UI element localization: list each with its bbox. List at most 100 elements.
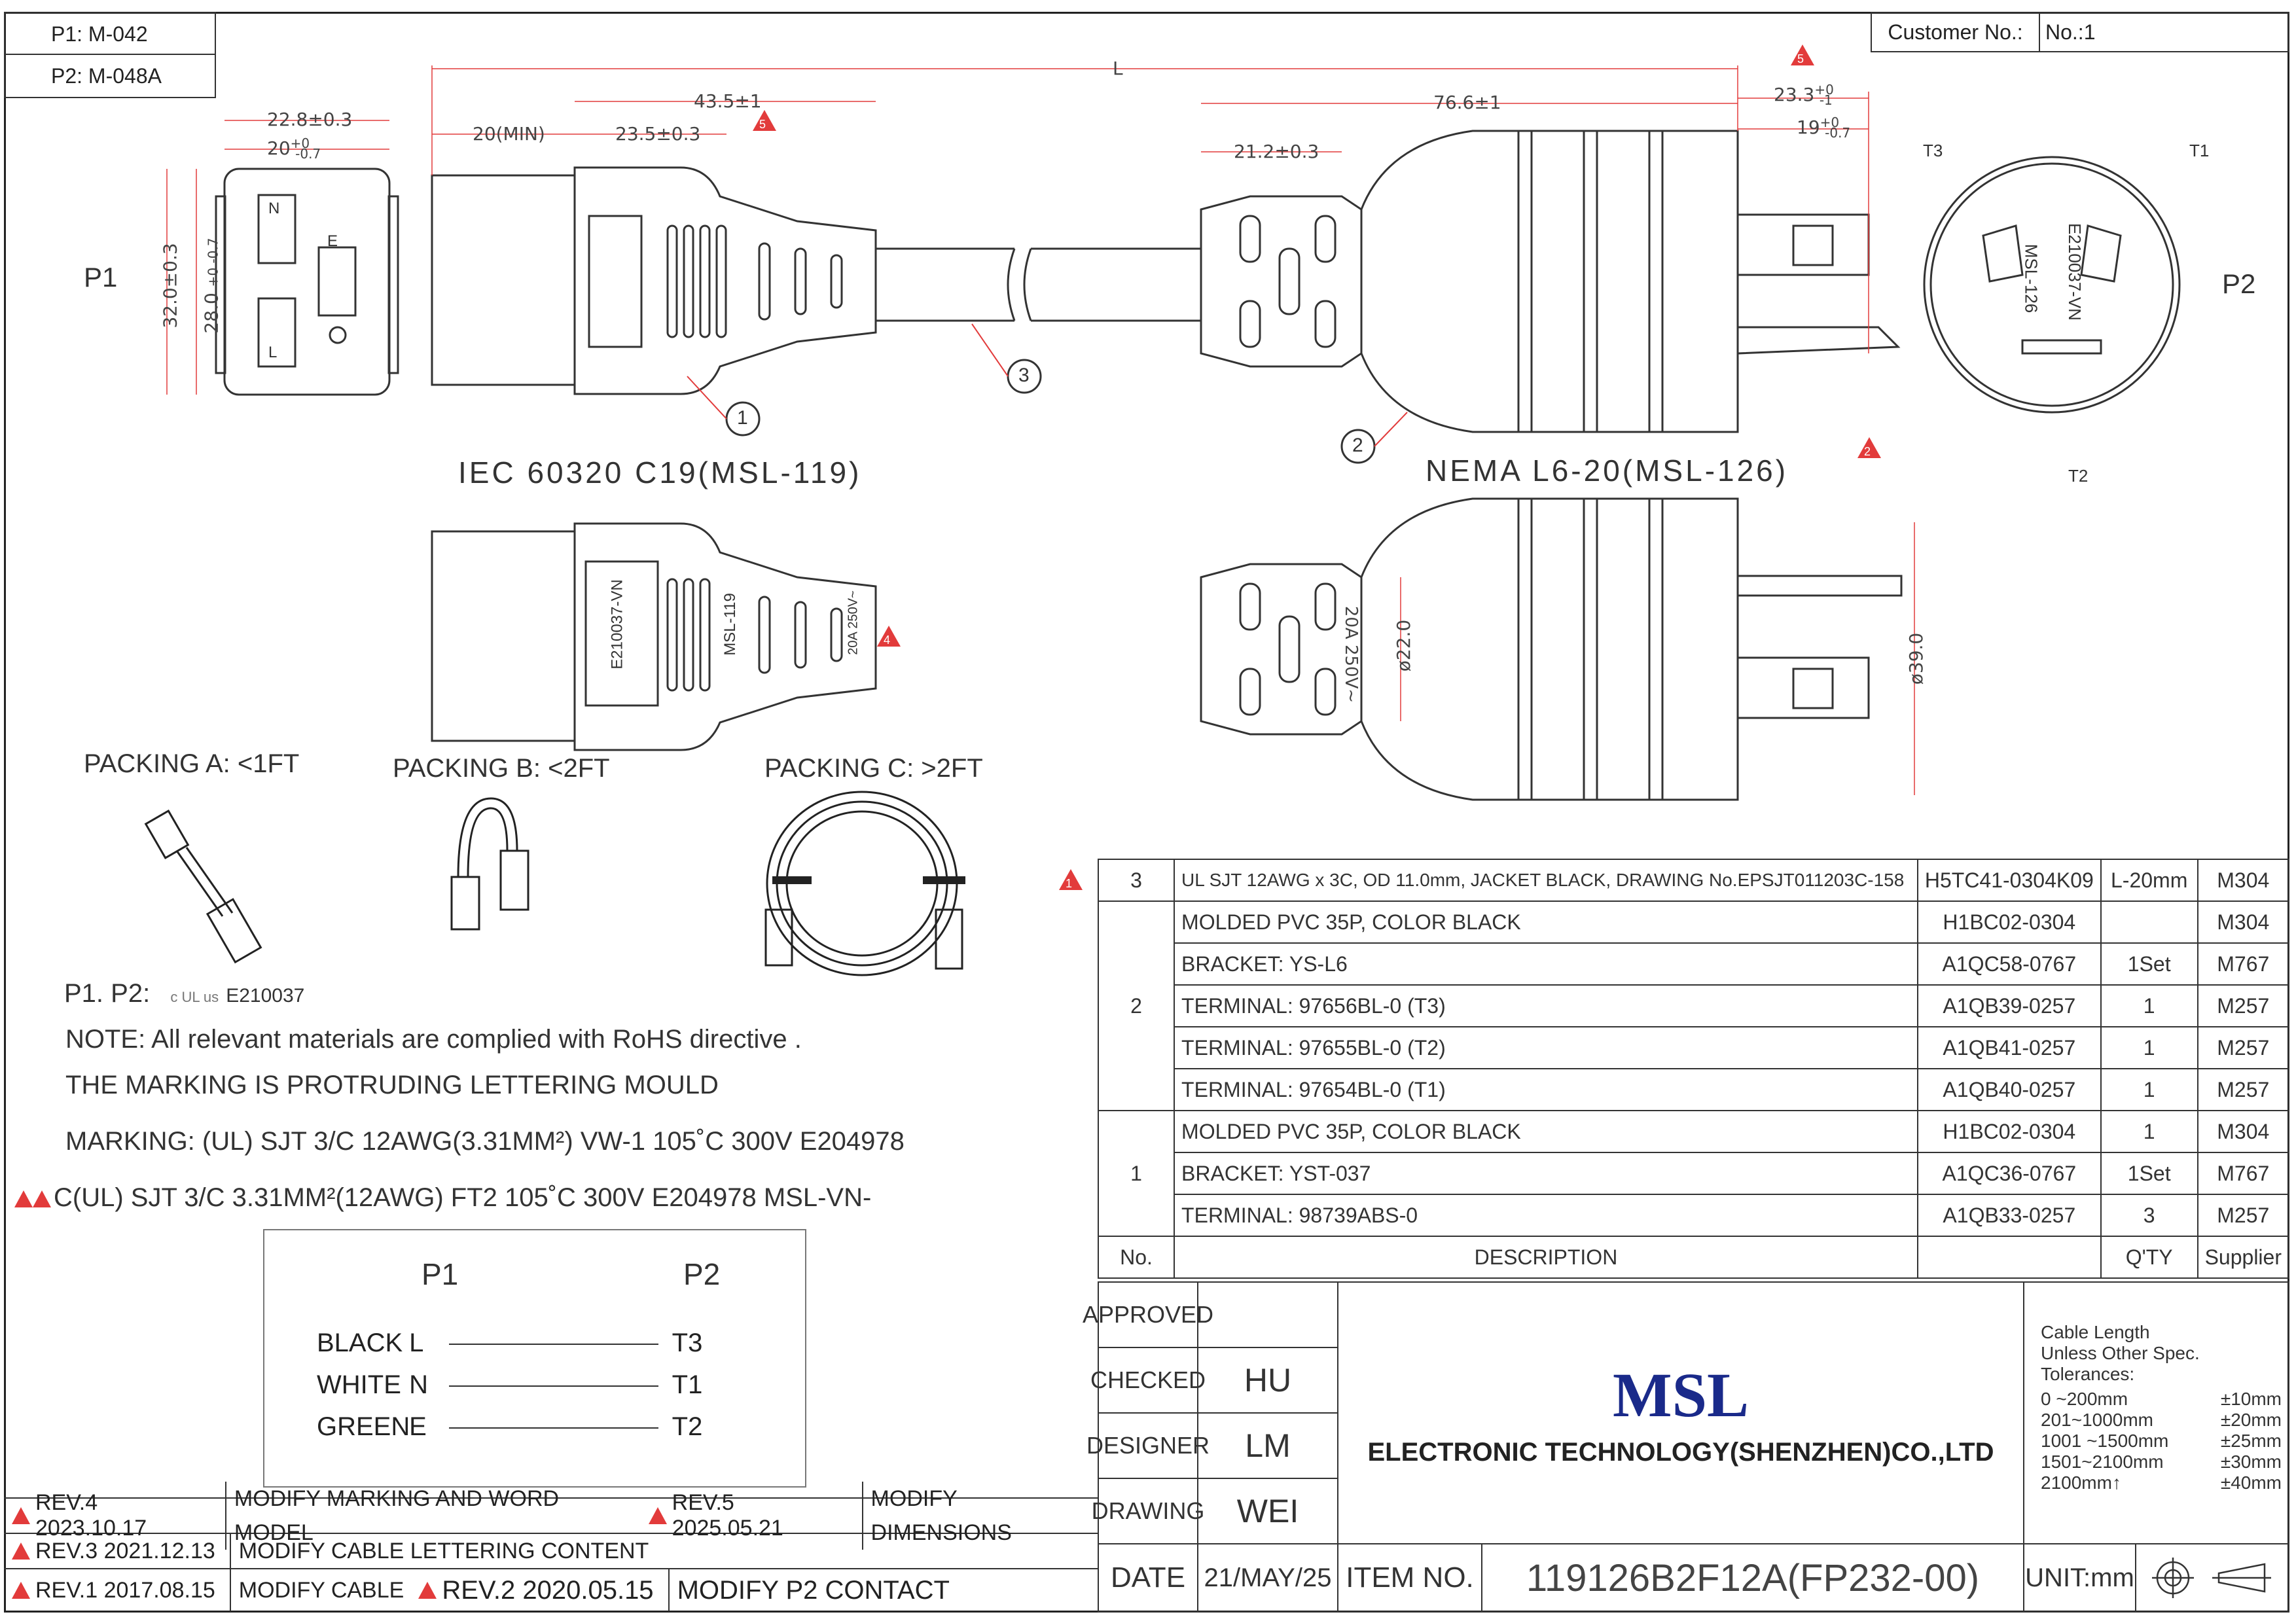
dim-20: 20+0-0.7 xyxy=(267,135,321,162)
rev-mark-5b: 5 xyxy=(753,110,783,131)
wiring-row: BLACK L T3 xyxy=(317,1329,703,1357)
checked-label: CHECKED xyxy=(1090,1347,1206,1414)
bom-row: 1 MOLDED PVC 35P, COLOR BLACK H1BC02-030… xyxy=(1097,1110,2290,1237)
wiring-p2: P2 xyxy=(683,1257,721,1291)
tol-row: 1001 ~1500mm±25mm xyxy=(2041,1431,2282,1451)
ul-mark: c UL us xyxy=(170,989,219,1005)
tol-row: 1501~2100mm±30mm xyxy=(2041,1452,2282,1472)
bom-row: 2 MOLDED PVC 35P, COLOR BLACK H1BC02-030… xyxy=(1097,901,2290,1111)
tol-row: 201~1000mm±20mm xyxy=(2041,1410,2282,1430)
balloon-3-num: 3 xyxy=(1018,365,1030,386)
c19-front xyxy=(431,174,576,386)
p1-face-outline xyxy=(223,168,391,396)
rohs-note: NOTE: All relevant materials are complie… xyxy=(65,1025,802,1054)
p1-model: P1: M-042 xyxy=(5,13,215,55)
date-value: 21/MAY/25 xyxy=(1197,1543,1338,1613)
wiring-row: GREEN E T2 xyxy=(317,1412,703,1441)
cable-break-2 xyxy=(1023,248,1032,321)
c19-front-lower xyxy=(431,530,576,742)
l6-body xyxy=(1360,130,1739,433)
packing-a-sketch xyxy=(144,809,262,964)
p2-t1: T1 xyxy=(2189,141,2210,160)
drawing-by: WEI xyxy=(1197,1478,1338,1544)
face-e: E xyxy=(327,232,338,250)
p2-label: P2 xyxy=(2222,268,2256,299)
wiring-p1: P1 xyxy=(422,1257,459,1291)
date-label: DATE xyxy=(1098,1543,1198,1613)
designer-label: DESIGNER xyxy=(1086,1412,1210,1479)
ground-symbol xyxy=(329,326,347,344)
wiring-box: P1 P2 BLACK L T3 WHITE N T1 GREEN E T2 xyxy=(263,1229,806,1488)
bom-table: 3 UL SJT 12AWG x 3C, OD 11.0mm, JACKET B… xyxy=(1097,859,2290,1279)
c19-side-model: MSL-119 xyxy=(721,593,739,656)
rev4-date: REV.4 2023.10.17 xyxy=(35,1490,147,1541)
marking-cul: C(UL) SJT 3/C 3.31MM²(12AWG) FT2 105˚C 3… xyxy=(14,1183,871,1213)
rev4-desc: MODIFY MARKING AND WORD MODEL xyxy=(224,1482,634,1550)
marking-ul: MARKING: (UL) SJT 3/C 12AWG(3.31MM²) VW-… xyxy=(65,1127,905,1156)
rev3-desc: MODIFY CABLE LETTERING CONTENT xyxy=(229,1534,649,1568)
model-box: P1: M-042 P2: M-048A xyxy=(4,12,216,98)
dim-20min: 20(MIN) xyxy=(473,123,545,145)
rev-mark-2: 2 xyxy=(1857,437,1888,458)
bom-row: TERMINAL: 97655BL-0 (T2) A1QB41-0257 1 M… xyxy=(1098,1026,2290,1069)
dim-21-2: 21.2±0.3 xyxy=(1234,141,1319,162)
face-l: L xyxy=(268,344,278,361)
bom-row: 3 UL SJT 12AWG x 3C, OD 11.0mm, JACKET B… xyxy=(1097,859,2290,902)
company-name: ELECTRONIC TECHNOLOGY(SHENZHEN)CO.,LTD xyxy=(1367,1438,1994,1467)
dim-32: 32.0±0.3 xyxy=(159,243,181,329)
packing-c: PACKING C: >2FT xyxy=(764,754,983,783)
marking-type: THE MARKING IS PROTRUDING LETTERING MOUL… xyxy=(65,1071,719,1099)
cable-break-1 xyxy=(1007,248,1016,321)
bom-row: TERMINAL: 97656BL-0 (T3) A1QB39-0257 1 M… xyxy=(1098,984,2290,1027)
p1-pin-n xyxy=(257,194,296,264)
p2-slot-t2 xyxy=(2021,339,2102,355)
balloon-1-num: 1 xyxy=(737,407,748,429)
p2-slot-t1 xyxy=(2080,224,2122,283)
item-no: 119126B2F12A(FP232-00) xyxy=(1481,1543,2024,1613)
tol-title: Cable Length xyxy=(2041,1322,2150,1342)
revision-block: REV.4 2023.10.17 MODIFY MARKING AND WORD… xyxy=(4,1482,1098,1614)
tol-row: 2100mm↑±40mm xyxy=(2041,1472,2282,1493)
balloon-2-num: 2 xyxy=(1352,435,1363,456)
p2-slot-t3 xyxy=(1982,224,2024,283)
p1-label: P1 xyxy=(84,262,118,293)
p2-model: P2: M-048A xyxy=(51,64,162,88)
c19-side-rating: 20A 250V~ xyxy=(846,590,861,655)
packing-c-sketch xyxy=(764,791,965,976)
projection-symbol xyxy=(2135,1543,2289,1613)
p2-t2: T2 xyxy=(2068,466,2089,486)
projection-icon xyxy=(2152,1558,2271,1598)
approved-sign xyxy=(1197,1281,1338,1348)
dim-28: 28.0 +0 -0.7 xyxy=(200,238,223,334)
c19-label-area xyxy=(588,215,643,348)
packing-b: PACKING B: <2FT xyxy=(393,754,610,783)
checked-by: HU xyxy=(1197,1347,1338,1414)
dim-length: L xyxy=(1113,58,1123,79)
p2-face-outline xyxy=(1923,156,2181,414)
item-label: ITEM NO. xyxy=(1337,1543,1482,1613)
bom-row: TERMINAL: 98739ABS-0 A1QB33-0257 3 M257 xyxy=(1098,1194,2290,1237)
rev5-date: REV.5 2025.05.21 xyxy=(672,1490,783,1541)
rev5-desc: MODIFY DIMENSIONS xyxy=(861,1482,1098,1550)
p2-model: MSL-126 xyxy=(2021,243,2041,313)
rev1-desc: MODIFY CABLE xyxy=(229,1569,404,1611)
rev-mark-5a: 5 xyxy=(1791,45,1821,65)
dim-dia22: ø22.0 xyxy=(1393,619,1415,672)
approved-label: APPROVED xyxy=(1083,1281,1213,1348)
rev1-date: REV.1 2017.08.15 xyxy=(35,1577,215,1603)
c19-body xyxy=(573,166,877,395)
rev2-date: REV.2 2020.05.15 xyxy=(442,1575,654,1605)
drawing-label: DRAWING xyxy=(1092,1478,1204,1544)
unit-label: UNIT:mm xyxy=(2023,1543,2136,1613)
bom-header: No. DESCRIPTION Q'TY Supplier xyxy=(1097,1236,2290,1279)
dim-23-5: 23.5±0.3 xyxy=(615,123,701,145)
l6-strain-relief xyxy=(1200,195,1363,368)
rev-mark-4: 4 xyxy=(877,626,907,647)
approval-line: P1. P2: c UL us E210037 xyxy=(64,979,305,1008)
dim-22-8: 22.8±0.3 xyxy=(267,109,353,130)
c19-ribs xyxy=(666,224,843,338)
p1-face-edge xyxy=(215,195,226,374)
c19-side-cert: E210037-VN xyxy=(608,579,626,669)
bom-row: BRACKET: YS-L6 A1QC58-0767 1Set M767 xyxy=(1098,942,2290,986)
